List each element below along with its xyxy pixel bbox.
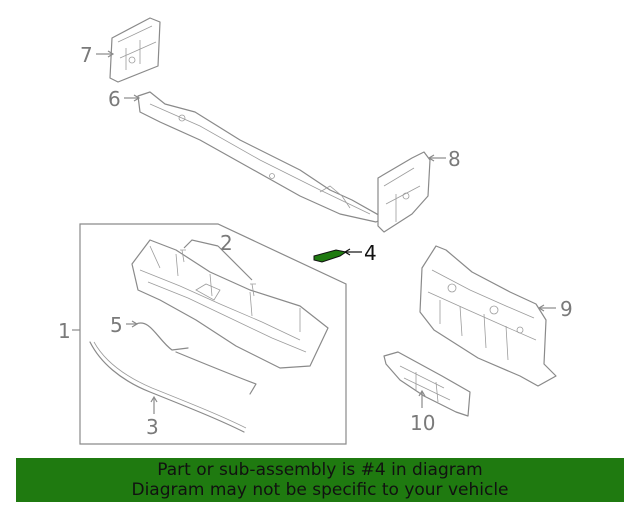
callout-10[interactable]: 10 xyxy=(410,411,435,435)
notice-banner: Part or sub-assembly is #4 in diagram Di… xyxy=(16,458,624,502)
callout-3[interactable]: 3 xyxy=(146,415,159,439)
callout-2[interactable]: 2 xyxy=(220,231,233,255)
part-1-cowl-grille[interactable] xyxy=(131,239,329,369)
part-4-clip[interactable] xyxy=(313,249,348,263)
callout-5[interactable]: 5 xyxy=(110,313,123,337)
callout-4[interactable]: 4 xyxy=(364,241,377,265)
callout-8[interactable]: 8 xyxy=(448,147,461,171)
arrow-8 xyxy=(427,154,435,162)
part-2-screws[interactable] xyxy=(180,249,256,297)
callout-7[interactable]: 7 xyxy=(80,43,93,67)
callout-9[interactable]: 9 xyxy=(560,297,573,321)
arrow-6 xyxy=(133,94,141,102)
callout-6[interactable]: 6 xyxy=(108,87,121,111)
arrow-7 xyxy=(107,50,115,58)
assembly-boundary xyxy=(79,223,347,445)
arrow-9 xyxy=(537,304,545,312)
part-9-dash-panel[interactable] xyxy=(419,245,557,387)
part-5-seal[interactable] xyxy=(135,322,257,395)
arrow-10 xyxy=(418,389,426,397)
part-3-weatherstrip[interactable] xyxy=(89,341,247,433)
arrow-4 xyxy=(343,248,351,256)
banner-line-1: Part or sub-assembly is #4 in diagram xyxy=(157,460,483,480)
banner-line-2: Diagram may not be specific to your vehi… xyxy=(131,480,509,500)
arrow-5 xyxy=(131,320,139,328)
callout-1[interactable]: 1 xyxy=(58,319,71,343)
leader-2 xyxy=(183,239,253,281)
part-7-bracket[interactable] xyxy=(109,17,161,83)
part-6-cowl-panel[interactable] xyxy=(137,91,385,223)
part-8-side-bracket[interactable] xyxy=(377,151,431,233)
part-10-lower-bracket[interactable] xyxy=(383,351,471,417)
arrow-3 xyxy=(150,395,158,403)
